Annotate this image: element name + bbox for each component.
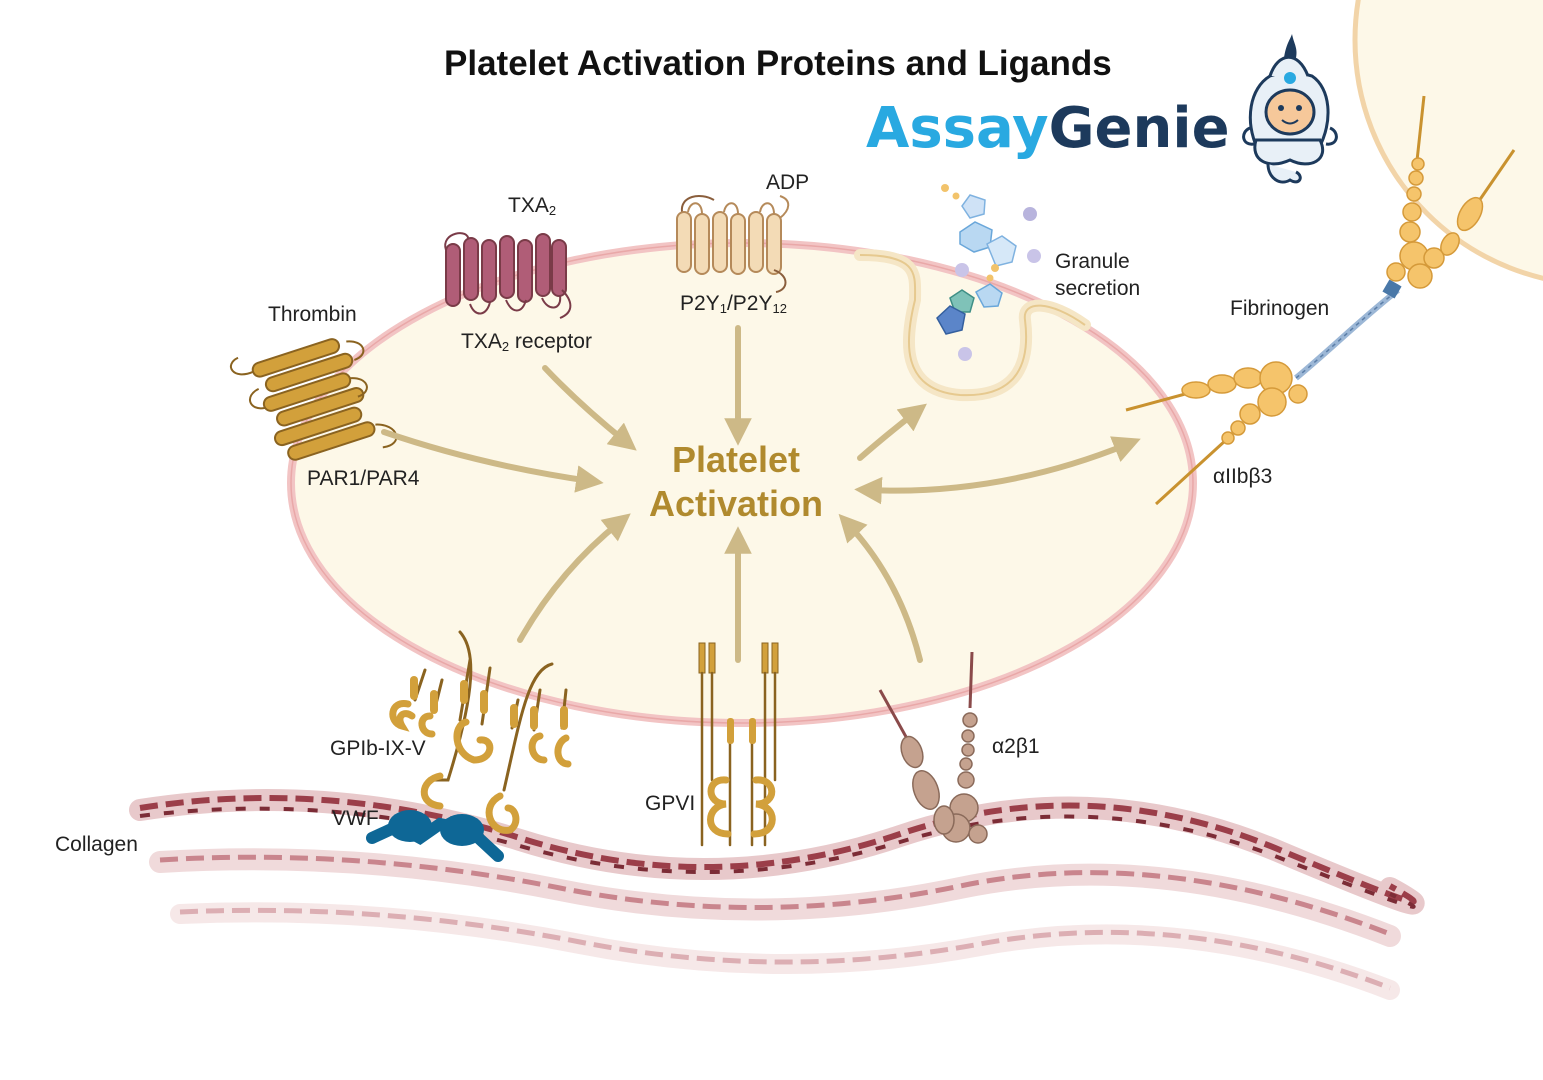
label-txa2-receptor: TXA2 receptor [461,330,592,354]
activation-arrows [381,325,1141,663]
aiib-b3-icon [1125,279,1402,506]
genie-mascot-icon [1242,34,1338,184]
label-aiib-b3: αIIbβ3 [1213,465,1273,488]
arrow-integrin [854,436,1141,505]
activation-line-1: Platelet [671,439,801,480]
arrow-par [381,429,604,493]
label-vwf: VWF [332,807,379,830]
logo-part-assay: Assay [866,96,1049,161]
platelet-activation-label: Platelet Activation [600,438,872,526]
fibrinogen-icon [1386,95,1516,289]
brand-logo: AssayGenie [866,96,1230,161]
arrow-txa2 [542,365,637,451]
gpib-ix-v-icon [389,630,572,834]
arrow-gpib [517,513,631,643]
txa2-receptor-icon [444,232,572,319]
label-granule-line-2: secretion [1055,277,1141,300]
diagram-title: Platelet Activation Proteins and Ligands [444,44,1112,83]
label-granule-line-1: Granule [1055,250,1130,273]
granule-invagination [854,249,1091,402]
par-receptor-icon [230,338,398,461]
label-adp: ADP [766,171,810,194]
gpvi-icon [698,642,779,847]
label-par: PAR1/PAR4 [307,467,420,490]
label-p2y: P2Y1/P2Y12 [680,292,787,316]
label-a2b1: α2β1 [992,735,1040,758]
activation-line-2: Activation [648,483,824,524]
arrow-a2b1 [838,513,923,663]
p2y-receptor-icon [676,195,790,293]
label-gpvi: GPVI [645,792,696,815]
a2b1-icon [878,651,988,844]
collagen-fibers [129,789,1425,1000]
label-collagen: Collagen [55,833,138,856]
label-gpib-ix-v: GPIb-IX-V [330,737,426,760]
logo-part-genie: Genie [1048,96,1230,161]
neighbor-cell [1352,0,1543,281]
label-fibrinogen: Fibrinogen [1230,297,1330,320]
granule-particles [936,184,1041,361]
label-thrombin: Thrombin [268,303,357,326]
vwf-icon [366,810,504,862]
label-txa2: TXA2 [508,194,557,218]
